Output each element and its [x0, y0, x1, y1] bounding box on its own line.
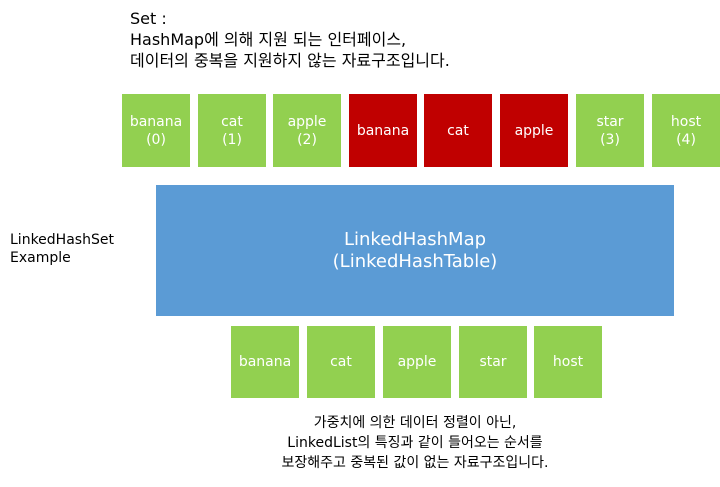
duplicate-box-label: cat — [447, 122, 469, 139]
footer-line-1: 가중치에 의한 데이터 정렬이 아닌, — [313, 415, 517, 431]
input-box-star-3: star (3) — [576, 94, 644, 167]
input-box-index: (0) — [146, 131, 166, 148]
duplicate-box-banana: banana — [349, 94, 417, 167]
input-box-index: (4) — [676, 131, 696, 148]
side-label-line-1: LinkedHashSet — [10, 232, 114, 248]
map-title: LinkedHashMap — [343, 228, 487, 250]
footer-line-3: 보장해주고 중복된 값이 없는 자료구조입니다. — [281, 455, 549, 471]
input-box-host-4: host (4) — [652, 94, 720, 167]
header-line-1: Set : — [130, 9, 167, 28]
input-box-cat-1: cat (1) — [198, 94, 266, 167]
output-box-label: banana — [238, 354, 292, 370]
duplicate-box-apple: apple — [500, 94, 568, 167]
output-box-label: cat — [330, 354, 352, 370]
header-line-3: 데이터의 중복을 지원하지 않는 자료구조입니다. — [130, 51, 450, 70]
input-box-label: host — [670, 113, 702, 130]
output-box-apple: apple — [383, 326, 451, 398]
output-box-banana: banana — [231, 326, 299, 398]
input-box-index: (3) — [600, 131, 620, 148]
side-label-line-2: Example — [10, 250, 71, 266]
input-box-apple-2: apple (2) — [273, 94, 341, 167]
output-box-host: host — [534, 326, 602, 398]
footer-line-2: LinkedList의 특징과 같이 들어오는 순서를 — [287, 435, 543, 451]
input-box-banana-0: banana (0) — [122, 94, 190, 167]
output-box-label: star — [479, 354, 507, 370]
input-box-label: star — [596, 113, 624, 130]
header-text: Set : HashMap에 의해 지원 되는 인터페이스, 데이터의 중복을 … — [130, 8, 450, 71]
duplicate-box-cat: cat — [424, 94, 492, 167]
header-line-2: HashMap에 의해 지원 되는 인터페이스, — [130, 30, 407, 49]
output-box-cat: cat — [307, 326, 375, 398]
input-box-index: (1) — [222, 131, 242, 148]
output-box-label: apple — [397, 354, 437, 370]
linked-hash-map-block: LinkedHashMap (LinkedHashTable) — [156, 185, 674, 316]
input-box-label: banana — [129, 113, 183, 130]
duplicate-box-label: banana — [356, 122, 410, 139]
input-box-label: cat — [221, 113, 243, 130]
output-box-star: star — [459, 326, 527, 398]
duplicate-box-label: apple — [514, 122, 554, 139]
footer-text: 가중치에 의한 데이터 정렬이 아닌, LinkedList의 특징과 같이 들… — [240, 413, 590, 473]
output-box-label: host — [552, 354, 584, 370]
map-subtitle: (LinkedHashTable) — [332, 250, 498, 272]
side-label: LinkedHashSet Example — [10, 231, 114, 267]
input-box-label: apple — [287, 113, 327, 130]
input-box-index: (2) — [297, 131, 317, 148]
